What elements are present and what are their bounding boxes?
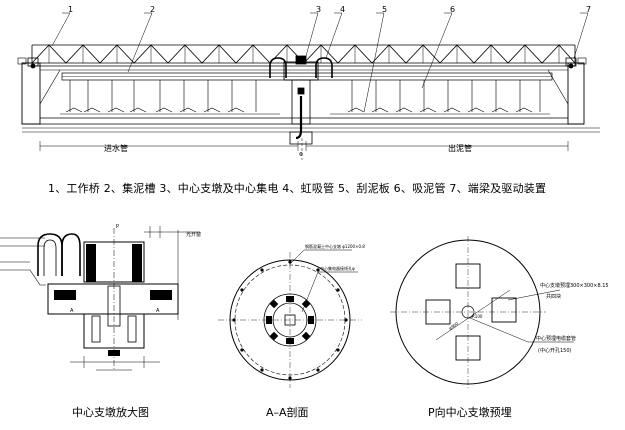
callout-2: 2 [150, 5, 155, 14]
callout-3: 3 [316, 5, 321, 14]
pier-top-note: 光开窗 [186, 231, 201, 238]
view-p-note-3: 中心预埋电缆套管 [536, 335, 576, 342]
callout-4: 4 [340, 5, 345, 14]
leader-lines [51, 12, 589, 113]
view-p-dim-1: φ900 [448, 321, 460, 331]
center-pier [283, 55, 319, 145]
pier-mark-a2: A [156, 308, 160, 314]
callout-7: 7 [586, 5, 591, 14]
caption-section-aa: A–A剖面 [266, 406, 309, 419]
pier-mark-a1: A [70, 308, 74, 314]
siphon-pipes [269, 57, 333, 78]
callout-6: 6 [450, 5, 455, 14]
component-legend: 1、工作桥 2、集泥槽 3、中心支墩及中心集电 4、虹吸管 5、刮泥板 6、吸泥… [48, 182, 547, 195]
callout-5: 5 [382, 5, 387, 14]
section-note-2: 中心集电器接线孔φ [320, 265, 355, 271]
pier-mark-p: P [116, 224, 119, 230]
inlet-pipe-label: 进水管 [104, 143, 128, 153]
view-p-drawing [390, 236, 574, 388]
caption-center-pier: 中心支墩放大图 [72, 406, 149, 419]
callout-1: 1 [68, 5, 73, 14]
center-mark: Φ [299, 152, 303, 158]
view-p-note-2: 共四块 [546, 293, 561, 300]
end-beam-drive [17, 57, 587, 69]
detail-pier-drawing [0, 226, 200, 371]
caption-view-p: P向中心支墩预埋 [428, 406, 512, 419]
view-p-note-4: (中心开孔150) [538, 347, 571, 354]
section-aa-drawing [218, 249, 362, 388]
section-note-1: 钢筋混凝土中心支墩 φ1200×0.8 [305, 243, 365, 249]
suction-pipes [65, 80, 541, 113]
sludge-channel [61, 72, 553, 81]
pipe-dimension-lines [39, 138, 569, 160]
sludge-pipe-label: 出泥管 [448, 143, 472, 153]
view-p-note-1: 中心支墩预埋300×300×8.15 [540, 282, 609, 289]
view-p-dim-2: R100 [472, 314, 483, 319]
